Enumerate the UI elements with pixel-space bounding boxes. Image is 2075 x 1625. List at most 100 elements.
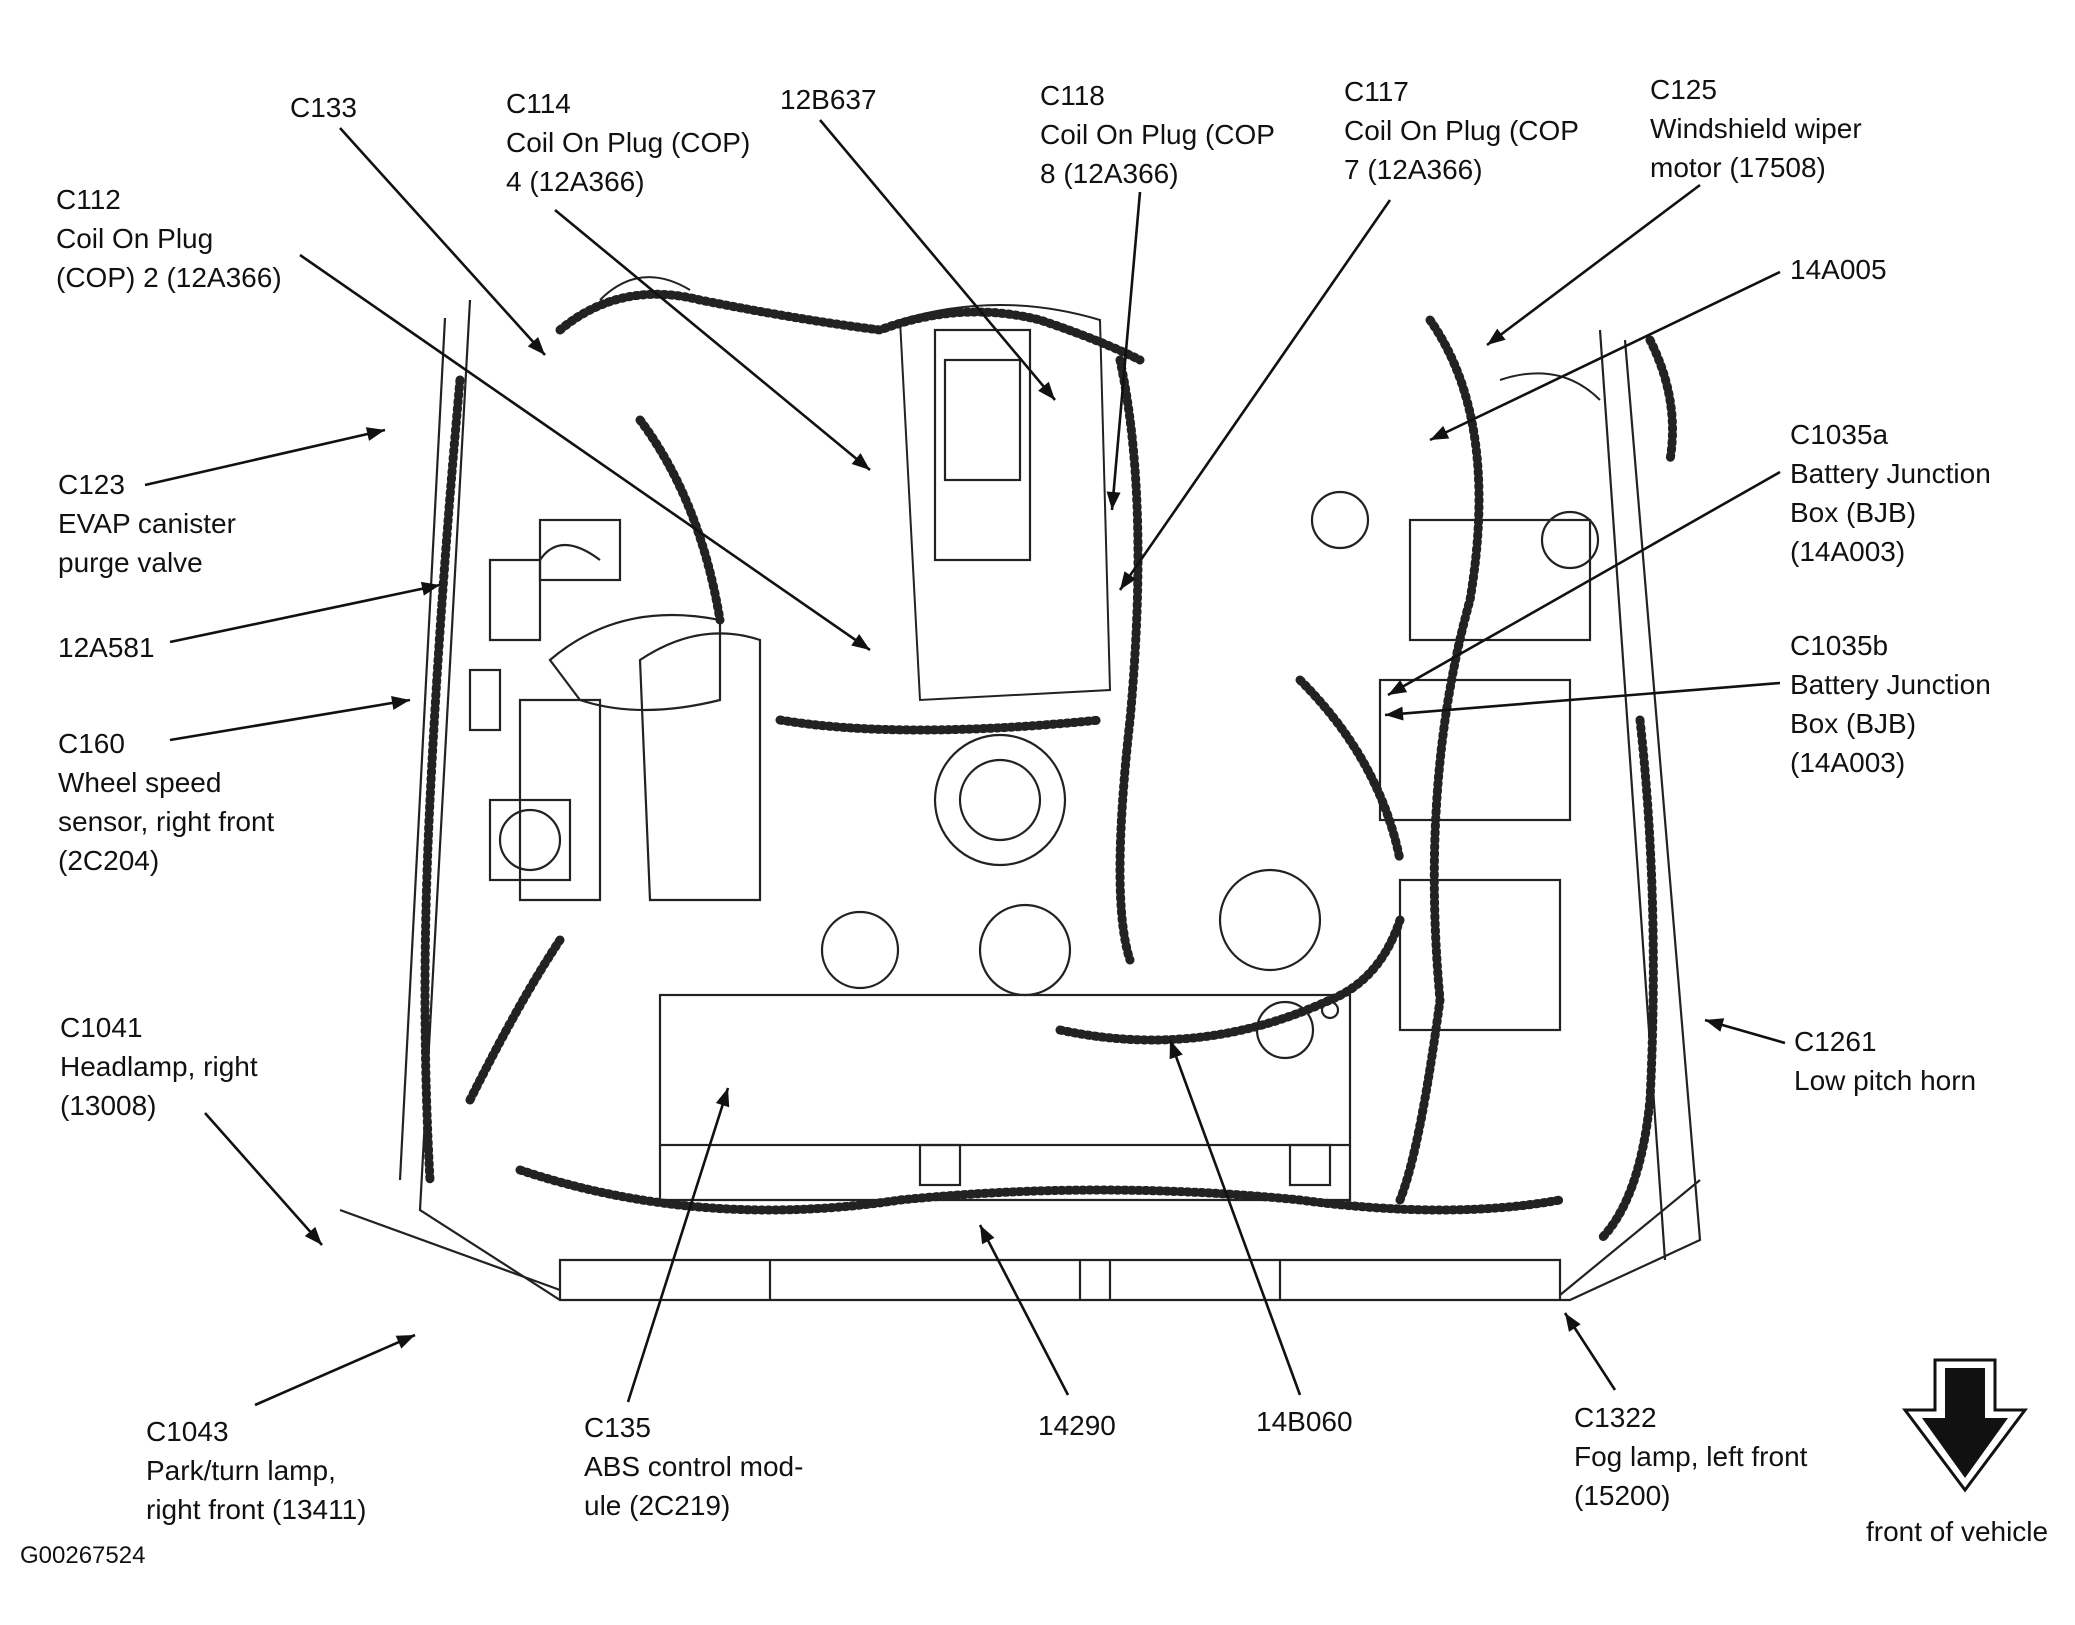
label-line: 14B060 (1256, 1406, 1353, 1437)
callout-c114: C114 Coil On Plug (COP) 4 (12A366) (506, 84, 750, 201)
leader-arrowhead-c1035b (1385, 706, 1404, 721)
label-line: C1043 (146, 1416, 229, 1447)
label-line: G00267524 (20, 1542, 146, 1569)
label-line: (COP) 2 (12A366) (56, 262, 282, 293)
leader-arrowhead-14b060 (1169, 1040, 1183, 1060)
label-line: Park/turn lamp, (146, 1455, 336, 1486)
leader-arrowhead-c1322 (1565, 1313, 1581, 1332)
wiring-harness (420, 276, 1677, 1245)
label-line: C1041 (60, 1012, 143, 1043)
label-line: Headlamp, right (60, 1051, 258, 1082)
leader-arrowhead-c1035a (1388, 680, 1408, 695)
engine-block (468, 304, 1600, 1032)
label-line: 7 (12A366) (1344, 154, 1483, 185)
label-line: C125 (1650, 74, 1717, 105)
label-line: Coil On Plug (56, 223, 214, 254)
leader-line-c1041 (204, 1112, 323, 1246)
callout-c1261: C1261 Low pitch horn (1794, 1022, 1976, 1100)
label-line: C1322 (1574, 1402, 1657, 1433)
callout-c118: C118 Coil On Plug (COP 8 (12A366) (1040, 76, 1275, 193)
label-line: 14290 (1038, 1410, 1116, 1441)
label-line: C1035b (1790, 630, 1889, 661)
callout-c1041: C1041 Headlamp, right (13008) (60, 1008, 258, 1125)
callout-c1043: C1043 Park/turn lamp, right front (13411… (146, 1412, 367, 1529)
label-line: right front (13411) (146, 1494, 367, 1525)
callout-c1035a: C1035a Battery Junction Box (BJB) (14A00… (1790, 415, 1991, 571)
label-line: Battery Junction (1790, 458, 1991, 489)
figure-id: G00267524 (20, 1536, 145, 1575)
callout-c123: C123 EVAP canister purge valve (58, 465, 236, 582)
leader-arrowhead-c112 (851, 633, 870, 650)
label-line: ule (2C219) (584, 1490, 731, 1521)
label-line: Fog lamp, left front (1574, 1441, 1808, 1472)
label-line: C112 (56, 184, 121, 215)
front-of-vehicle-arrow-icon (1902, 1358, 2028, 1493)
callout-c135: C135 ABS control mod- ule (2C219) (584, 1408, 803, 1525)
callout-c117: C117 Coil On Plug (COP 7 (12A366) (1344, 72, 1579, 189)
label-line: Box (BJB) (1790, 708, 1917, 739)
leader-arrowhead-c133 (527, 336, 545, 355)
callout-14b060: 14B060 (1256, 1402, 1353, 1441)
label-line: 8 (12A366) (1040, 158, 1179, 189)
label-line: Coil On Plug (COP) (506, 127, 751, 158)
leader-line-c135 (626, 1087, 730, 1403)
leader-line-14b060 (1168, 1039, 1302, 1396)
label-line: Low pitch horn (1794, 1065, 1977, 1096)
label-line: Coil On Plug (COP (1344, 115, 1579, 146)
label-line: C135 (584, 1412, 651, 1443)
leader-line-c160 (169, 698, 411, 742)
label-line: C118 (1040, 80, 1105, 111)
leader-line-c117 (1118, 199, 1392, 591)
leader-line-c1035b (1384, 681, 1781, 717)
label-line: Battery Junction (1790, 669, 1991, 700)
leader-line-c118 (1110, 191, 1142, 511)
label-line: 14A005 (1790, 254, 1887, 285)
leader-line-c114 (554, 208, 871, 472)
radiator-panel (658, 993, 1352, 1202)
callout-c112: C112 Coil On Plug (COP) 2 (12A366) (56, 180, 282, 297)
label-line: Wheel speed (58, 767, 222, 798)
leader-line-c112 (299, 253, 871, 652)
leader-arrowhead-c118 (1106, 491, 1121, 510)
label-line: C123 (58, 469, 125, 500)
leader-arrowhead-12b637 (1038, 381, 1055, 400)
callout-c125: C125 Windshield wiper motor (17508) (1650, 70, 1862, 187)
callout-14290: 14290 (1038, 1406, 1116, 1445)
leader-arrowhead-12a581 (420, 581, 440, 596)
label-line: Coil On Plug (COP (1040, 119, 1275, 150)
label-line: 4 (12A366) (506, 166, 645, 197)
label-line: ABS control mod- (584, 1451, 804, 1482)
leader-line-14290 (978, 1224, 1070, 1396)
leader-arrowhead-c135 (715, 1088, 730, 1108)
callout-12b637: 12B637 (780, 80, 877, 119)
leader-line-c1035a (1387, 470, 1781, 697)
leader-arrowhead-c123 (365, 427, 385, 441)
label-line: C1261 (1794, 1026, 1877, 1057)
label-line: C1035a (1790, 419, 1889, 450)
callout-c1322: C1322 Fog lamp, left front (15200) (1574, 1398, 1807, 1515)
callout-c160: C160 Wheel speed sensor, right front (2C… (58, 724, 274, 880)
callout-c133: C133 (290, 88, 357, 127)
leader-arrowhead-c1041 (304, 1226, 322, 1245)
label-line: EVAP canister (58, 508, 236, 539)
label-line: sensor, right front (58, 806, 275, 837)
label-line: 12A581 (58, 632, 155, 663)
label-line: C114 (506, 88, 571, 119)
label-line: (14A003) (1790, 536, 1906, 567)
leader-arrowhead-c1261 (1705, 1018, 1725, 1032)
leader-arrowhead-c117 (1120, 571, 1137, 590)
front-of-vehicle-label: front of vehicle (1866, 1512, 2048, 1551)
callout-c1035b: C1035b Battery Junction Box (BJB) (14A00… (1790, 626, 1991, 782)
leader-line-12b637 (819, 119, 1056, 401)
label-line: C160 (58, 728, 125, 759)
leader-arrowhead-c125 (1487, 328, 1506, 345)
label-line: Windshield wiper (1650, 113, 1862, 144)
leader-arrowhead-c114 (851, 453, 870, 470)
label-line: (15200) (1574, 1480, 1671, 1511)
leader-line-c125 (1486, 183, 1701, 347)
callout-14a005: 14A005 (1790, 250, 1887, 289)
leader-arrowhead-c1043 (395, 1335, 415, 1349)
label-line: C117 (1344, 76, 1409, 107)
leader-arrowhead-14a005 (1430, 425, 1450, 440)
